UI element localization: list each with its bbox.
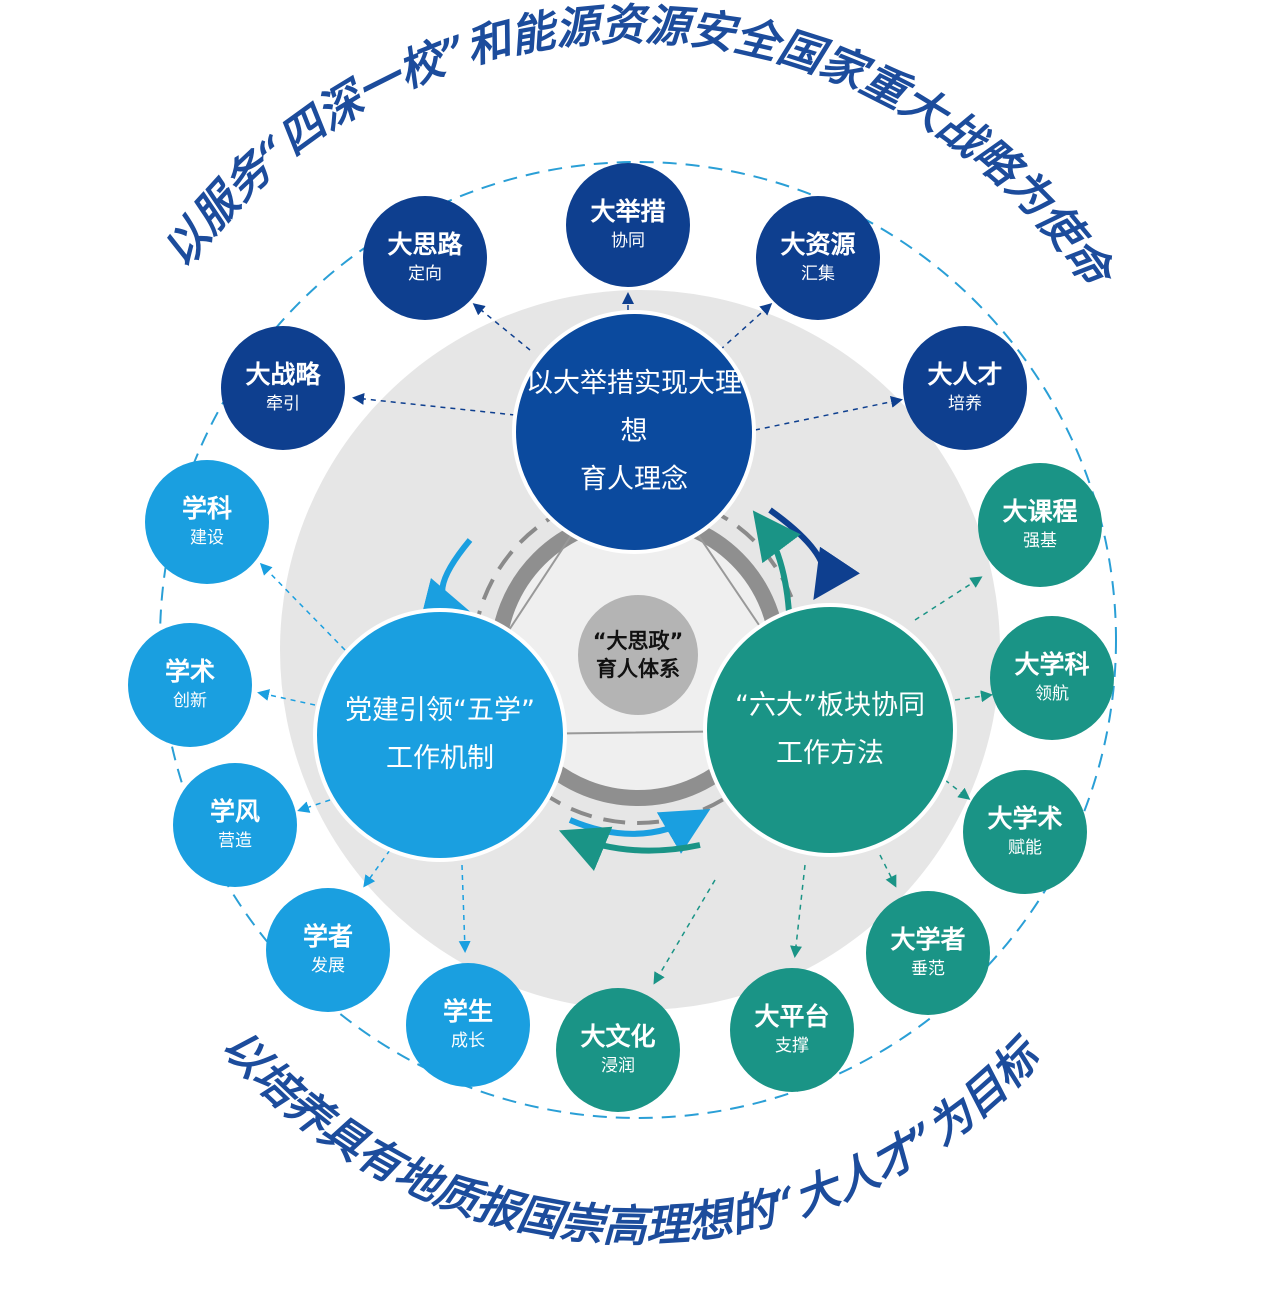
node-blue: 学科建设 xyxy=(145,460,269,584)
node-subtitle: 垂范 xyxy=(911,959,945,979)
node-title: 大学者 xyxy=(890,925,966,954)
node-navy: 大人才培养 xyxy=(903,326,1027,450)
node-subtitle: 浸润 xyxy=(601,1056,635,1076)
node-subtitle: 赋能 xyxy=(1008,838,1042,858)
node-title: 大人才 xyxy=(927,360,1003,389)
node-teal: 大文化浸润 xyxy=(556,988,680,1112)
node-teal: 大平台支撑 xyxy=(730,968,854,1092)
node-subtitle: 营造 xyxy=(218,831,252,851)
node-subtitle: 支撑 xyxy=(775,1036,809,1056)
node-subtitle: 汇集 xyxy=(801,264,835,284)
center-subtitle: 育人体系 xyxy=(596,657,680,681)
node-title: 大文化 xyxy=(580,1022,656,1051)
node-subtitle: 创新 xyxy=(173,691,207,711)
node-blue: 学术创新 xyxy=(128,623,252,747)
center-title: “大思政” xyxy=(592,629,684,653)
node-navy: 大战略牵引 xyxy=(221,326,345,450)
main-title: “六大”板块协同 xyxy=(735,690,925,721)
main-title: 党建引领“五学” xyxy=(345,695,535,726)
node-teal: 大课程强基 xyxy=(978,463,1102,587)
node-navy: 大思路定向 xyxy=(363,196,487,320)
node-title: 学科 xyxy=(181,494,232,523)
node-blue: 学生成长 xyxy=(406,963,530,1087)
node-title: 大战略 xyxy=(245,360,321,389)
main-circle-method: “六大”板块协同 工作方法 xyxy=(703,603,957,857)
node-title: 大资源 xyxy=(780,230,856,259)
node-subtitle: 建设 xyxy=(190,528,224,548)
node-title: 学术 xyxy=(164,657,215,686)
node-title: 学生 xyxy=(442,997,493,1026)
node-title: 学风 xyxy=(209,797,260,826)
node-teal: 大学科领航 xyxy=(990,616,1114,740)
main-subtitle: 育人理念 xyxy=(580,464,688,495)
node-navy: 大资源汇集 xyxy=(756,196,880,320)
node-teal: 大学术赋能 xyxy=(963,770,1087,894)
main-subtitle: 工作机制 xyxy=(386,743,494,774)
main-title: 以大举措实现大理想 xyxy=(526,368,742,447)
node-subtitle: 发展 xyxy=(311,956,345,976)
node-title: 大思路 xyxy=(387,230,463,259)
node-title: 大学科 xyxy=(1014,650,1090,679)
node-subtitle: 协同 xyxy=(611,231,645,251)
node-teal: 大学者垂范 xyxy=(866,891,990,1015)
node-subtitle: 定向 xyxy=(408,264,442,284)
main-circle-mechanism: 党建引领“五学” 工作机制 xyxy=(313,608,567,862)
node-blue: 学者发展 xyxy=(266,888,390,1012)
node-title: 大举措 xyxy=(590,197,666,226)
node-subtitle: 成长 xyxy=(451,1031,485,1051)
node-navy: 大举措协同 xyxy=(566,163,690,287)
main-circle-philosophy: 以大举措实现大理想 育人理念 xyxy=(512,310,756,554)
node-subtitle: 强基 xyxy=(1023,531,1057,551)
node-blue: 学风营造 xyxy=(173,763,297,887)
node-title: 大课程 xyxy=(1002,497,1078,526)
node-title: 学者 xyxy=(302,922,353,951)
node-subtitle: 领航 xyxy=(1035,684,1069,704)
node-title: 大平台 xyxy=(754,1002,830,1031)
node-title: 大学术 xyxy=(987,804,1063,833)
node-subtitle: 培养 xyxy=(948,394,982,414)
node-subtitle: 牵引 xyxy=(266,394,300,414)
main-subtitle: 工作方法 xyxy=(776,738,884,769)
center-circle: “大思政” 育人体系 xyxy=(578,595,698,715)
